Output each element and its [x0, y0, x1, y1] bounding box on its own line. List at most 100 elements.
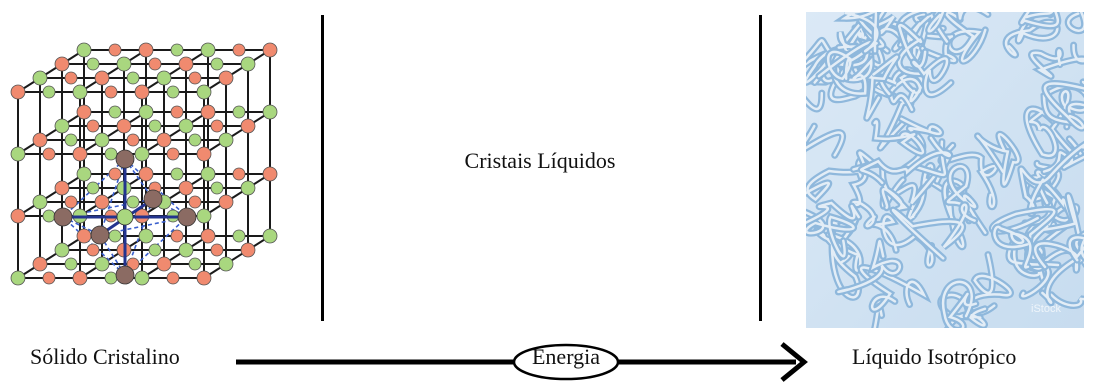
crystal-lattice-illustration [10, 42, 278, 286]
atom [138, 228, 154, 244]
atom [116, 56, 132, 72]
atom [196, 208, 212, 224]
atom [232, 43, 246, 57]
atom [126, 257, 140, 271]
atom [170, 229, 184, 243]
atom [178, 180, 194, 196]
liquid-strand-highlight [873, 120, 925, 155]
liquid-strand-highlight [859, 136, 952, 185]
atom [126, 195, 140, 209]
atom [218, 194, 234, 210]
liquid-strand-highlight [891, 203, 976, 260]
atom [138, 104, 154, 120]
liquid-strand-highlight [907, 164, 944, 220]
atom [262, 228, 278, 244]
atom [108, 167, 122, 181]
atom [108, 43, 122, 57]
atom [188, 195, 202, 209]
atom [262, 166, 278, 182]
liquid-strand-highlight [914, 12, 945, 30]
atom [64, 133, 78, 147]
atom [76, 228, 92, 244]
liquid-strand-highlight [851, 151, 877, 228]
atom [32, 256, 48, 272]
atom [232, 167, 246, 181]
atom [200, 104, 216, 120]
liquid-strand-highlight [860, 266, 927, 311]
atom [94, 70, 110, 86]
atom [196, 146, 212, 162]
octahedral-atom [90, 225, 110, 245]
atom [76, 166, 92, 182]
liquid-strand-highlight [840, 12, 879, 53]
atom [240, 180, 256, 196]
atom [54, 242, 70, 258]
atom [232, 229, 246, 243]
octahedral-atom [177, 207, 197, 227]
arrowhead-icon [780, 342, 808, 382]
octahedral-atom [115, 265, 135, 285]
atom [138, 166, 154, 182]
atom [10, 270, 26, 286]
atom [156, 256, 172, 272]
octahedral-atom [53, 207, 73, 227]
liquid-strand-highlight [957, 12, 990, 20]
liquid-strand-highlight [1050, 253, 1084, 307]
atom [42, 271, 56, 285]
liquid-strand-highlight [888, 69, 926, 111]
atom [210, 119, 224, 133]
liquid-strand-highlight [912, 50, 953, 96]
atom [86, 243, 100, 257]
atom [188, 257, 202, 271]
atom [156, 70, 172, 86]
atom [86, 119, 100, 133]
right-divider [759, 15, 762, 321]
atom [54, 56, 70, 72]
liquid-strand-highlight [946, 165, 987, 234]
liquid-strand-highlight [1034, 236, 1084, 269]
atom [218, 70, 234, 86]
atom [104, 271, 118, 285]
liquid-strand-highlight [976, 133, 1020, 186]
atom [240, 118, 256, 134]
energy-label: Energia [531, 344, 600, 369]
atom [240, 56, 256, 72]
atom [42, 147, 56, 161]
liquid-strand-highlight [993, 225, 1032, 269]
liquid-strand-highlight [806, 124, 844, 157]
atom [64, 195, 78, 209]
atom [170, 105, 184, 119]
atom [218, 256, 234, 272]
liquid-strand-highlight [806, 201, 860, 224]
atom [210, 181, 224, 195]
atom [64, 71, 78, 85]
atom [72, 270, 88, 286]
atom [196, 84, 212, 100]
atom [200, 42, 216, 58]
atom [10, 208, 26, 224]
atom [32, 194, 48, 210]
atom [134, 270, 150, 286]
crystalline-solid-label: Sólido Cristalino [30, 344, 180, 369]
liquid-strand-highlight [817, 40, 874, 81]
liquid-strand-highlight [1020, 12, 1059, 28]
liquid-strand-highlight [939, 293, 987, 328]
atom [156, 132, 172, 148]
atom [148, 57, 162, 71]
liquid-strand-highlight [806, 211, 855, 258]
isotropic-liquid-label: Líquido Isotrópico [852, 344, 1017, 369]
liquid-strand-highlight [1030, 43, 1084, 78]
energy-arrow [236, 342, 808, 382]
atom [76, 104, 92, 120]
atom [86, 181, 100, 195]
atom [64, 257, 78, 271]
atom [148, 119, 162, 133]
atom [188, 133, 202, 147]
atom [196, 270, 212, 286]
liquid-strand-highlight [1042, 151, 1084, 173]
atom [166, 85, 180, 99]
liquid-strand-highlight [873, 305, 883, 328]
atom [218, 132, 234, 148]
atom [108, 105, 122, 119]
left-divider [321, 15, 324, 321]
